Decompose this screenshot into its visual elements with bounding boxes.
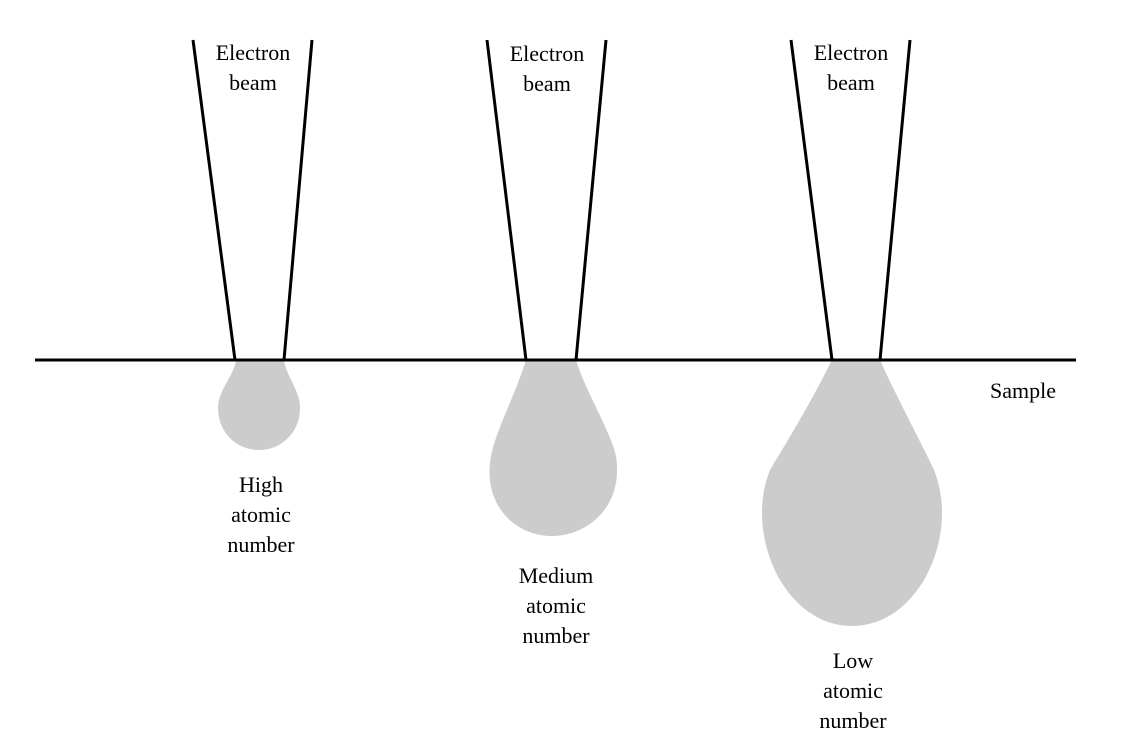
beam-1-left-edge (191, 39, 237, 361)
interaction-volume-medium (489, 360, 618, 536)
interaction-volume-low (761, 360, 943, 626)
volume-label-high: High atomic number (201, 470, 321, 560)
volume-label-low-line2: atomic (823, 678, 883, 703)
beam-2-left-edge (485, 39, 528, 361)
volume-label-medium-line1: Medium (518, 563, 594, 588)
beam-3-left-edge (789, 39, 834, 361)
beam-3-label: Electron beam (801, 38, 901, 98)
volume-label-high-line1: High (239, 472, 283, 497)
beam-3-label-line1: Electron (813, 40, 889, 65)
beam-1-label: Electron beam (203, 38, 303, 98)
beam-1-label-line2: beam (229, 70, 277, 95)
beam-2-label-line1: Electron (509, 41, 585, 66)
beam-3-right-edge (878, 39, 912, 361)
beam-2-label: Electron beam (497, 39, 597, 99)
interaction-volume-high (218, 360, 300, 450)
beam-3-label-line2: beam (827, 70, 875, 95)
beam-1-right-edge (282, 39, 314, 361)
volume-label-medium: Medium atomic number (496, 561, 616, 651)
volume-label-low: Low atomic number (793, 646, 913, 736)
sample-label: Sample (990, 378, 1056, 403)
volume-label-medium-line3: number (522, 623, 590, 648)
beam-1-label-line1: Electron (215, 40, 291, 65)
volume-label-low-line1: Low (832, 648, 874, 673)
volume-label-high-line3: number (227, 532, 295, 557)
beam-2-right-edge (574, 39, 608, 361)
beam-2-label-line2: beam (523, 71, 571, 96)
volume-label-low-line3: number (819, 708, 887, 733)
volume-label-medium-line2: atomic (526, 593, 586, 618)
volume-label-high-line2: atomic (231, 502, 291, 527)
